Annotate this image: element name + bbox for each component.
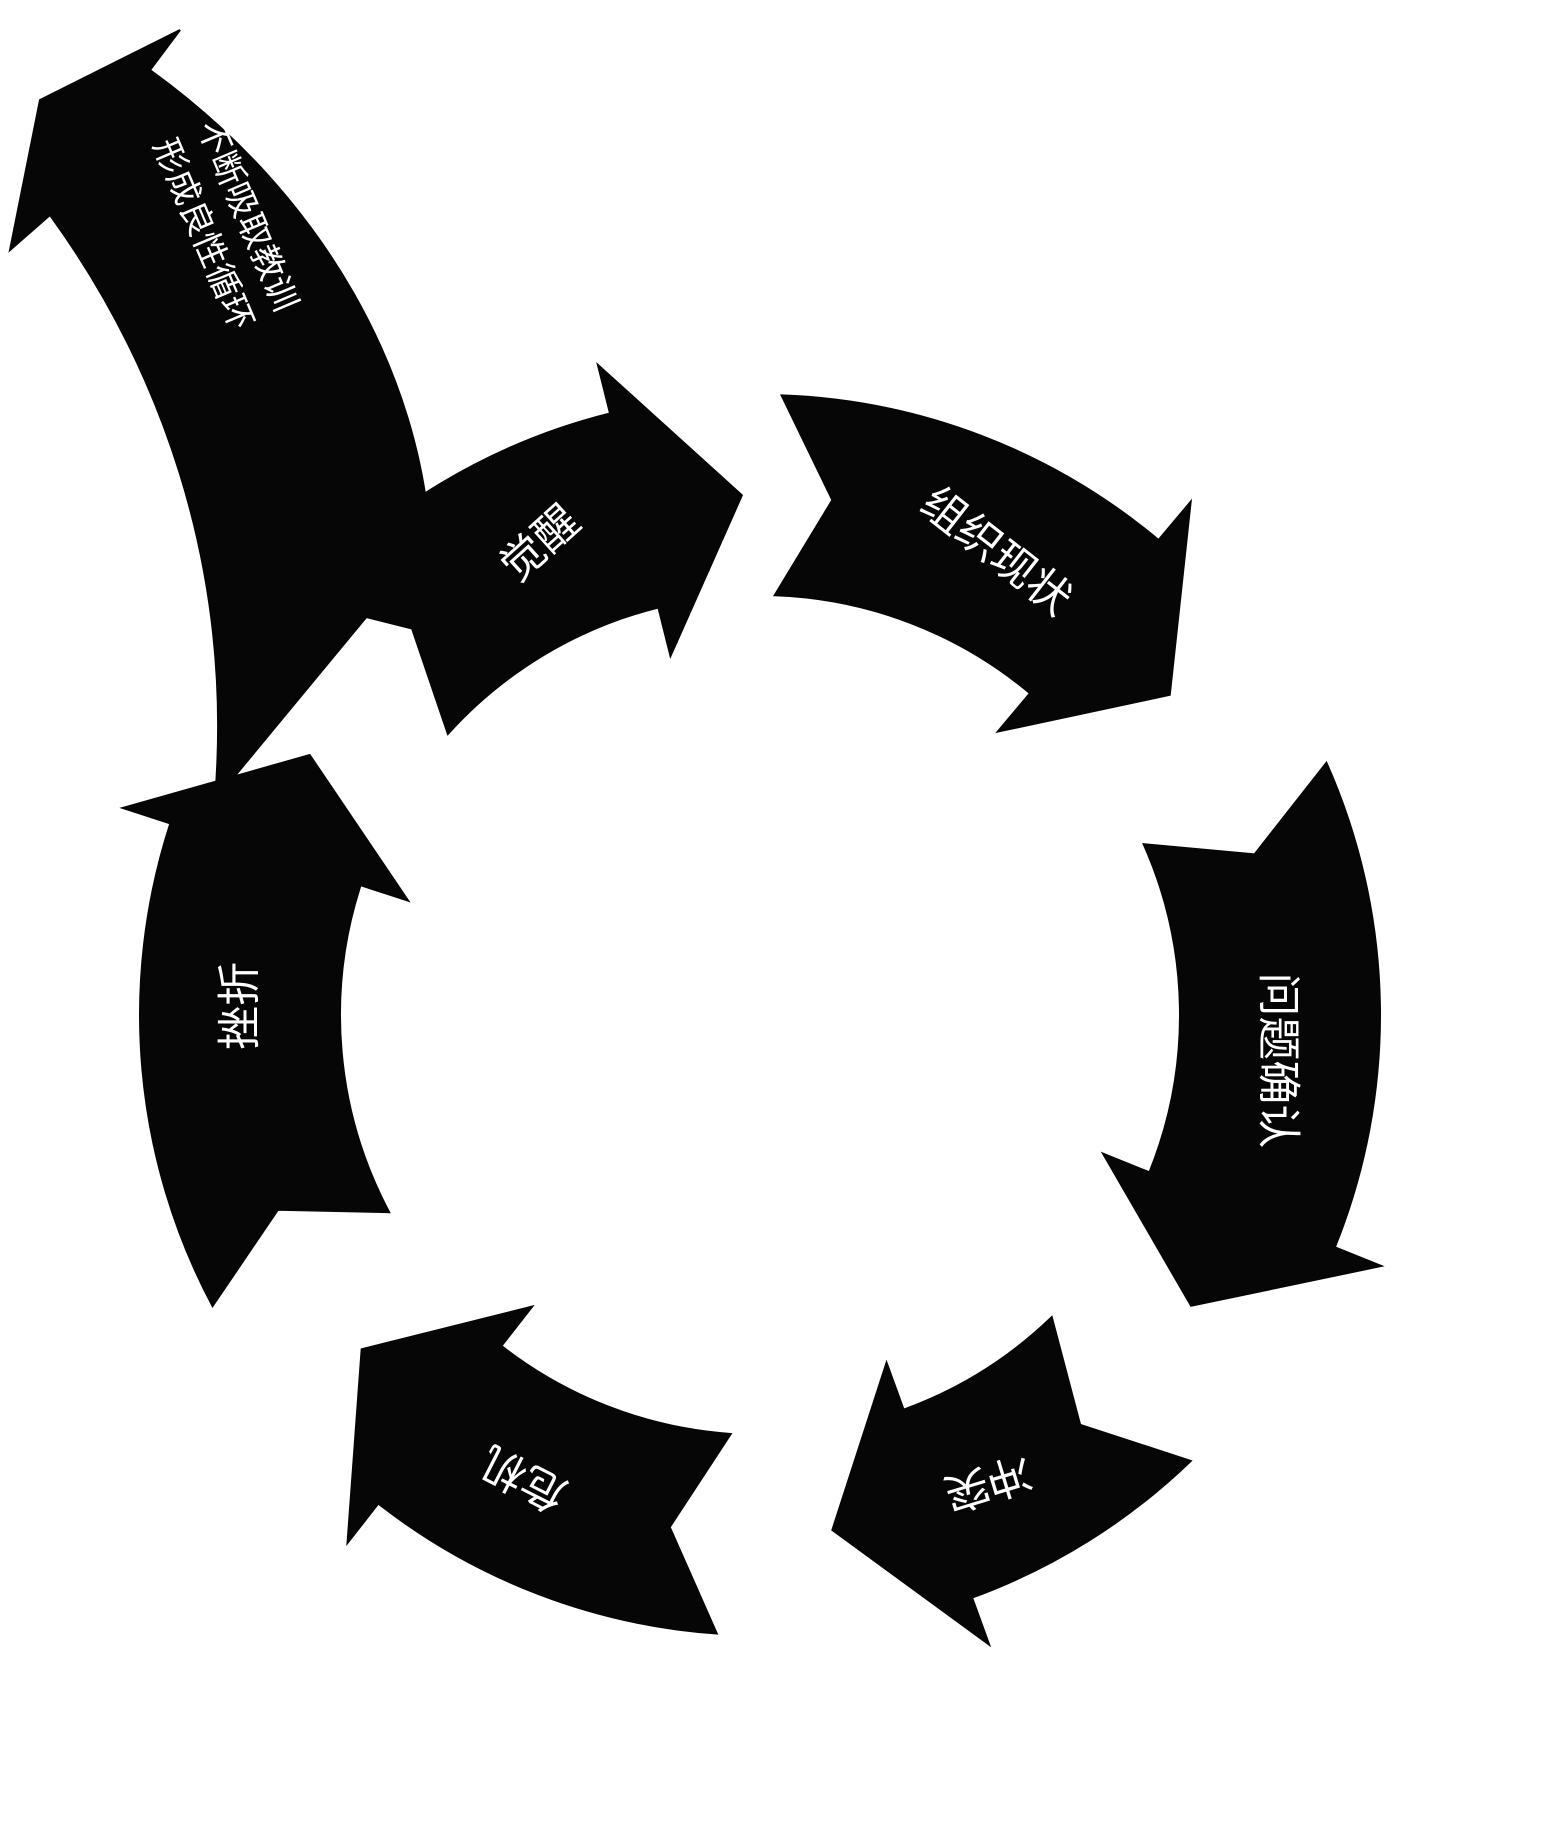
cycle-arrow-jiuzhi-xianzhuang <box>772 394 1193 734</box>
cycle-arrow-zheshe <box>119 753 411 1309</box>
cycle-arrow-weiji <box>346 1304 733 1635</box>
cycle-label-wenti-queren: 问题确认 <box>1253 972 1304 1148</box>
cycle-arrow-wenti-queren <box>1100 760 1385 1307</box>
cycle-label-zheshe: 挫折 <box>215 962 266 1050</box>
cycle-arrow-chongtu <box>831 1315 1193 1648</box>
cycle-arrow-juexing <box>297 361 744 736</box>
